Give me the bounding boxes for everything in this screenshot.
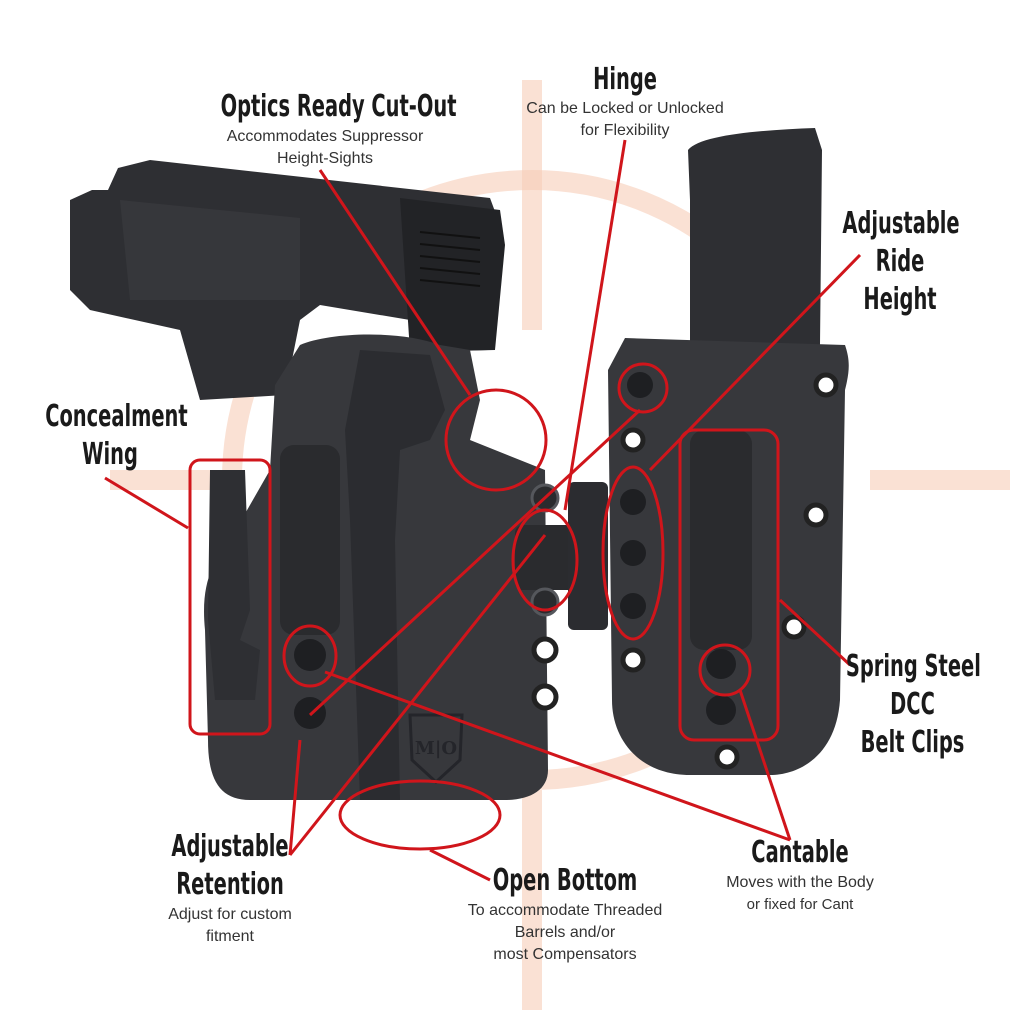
holster-body: M|O [204, 334, 580, 800]
hinge-title: Hinge [593, 62, 657, 97]
optics-title: Optics Ready Cut-Out [220, 89, 457, 124]
ride-height-label: Adjustable Ride Height [820, 205, 980, 319]
optics-sub2: Height-Sights [276, 150, 374, 167]
clips-line3: Belt Clips [860, 725, 965, 760]
retention-line2: Retention [176, 867, 284, 902]
hinge-callout-ellipse [511, 508, 579, 612]
wing-callout-rect [188, 458, 272, 736]
retention-callout-circle [282, 624, 338, 688]
retention-label: Adjustable Retention Adjust for custom f… [130, 828, 330, 948]
belt-clips-label: Spring Steel DCC Belt Clips [820, 648, 1005, 762]
bottom-callout-ellipse [338, 779, 502, 851]
retention-sub2: fitment [205, 928, 254, 945]
magazine [688, 128, 822, 345]
ride-line2: Ride [875, 244, 925, 279]
clips-line2: DCC [890, 687, 935, 722]
hinge [568, 482, 608, 630]
cantable-sub2: or fixed for Cant [746, 896, 854, 913]
retention-sub1: Adjust for custom [168, 906, 292, 923]
clip-callout-rect [678, 428, 780, 742]
wing-line1: Concealment [45, 399, 188, 434]
pistol [70, 160, 505, 400]
cantable-label: Cantable Moves with the Body or fixed fo… [700, 834, 900, 916]
ride-line1: Adjustable [842, 206, 960, 241]
optics-callout-circle [444, 388, 548, 492]
mag-pouch [608, 338, 849, 775]
bottom-title: Open Bottom [492, 863, 638, 898]
wing-line2: Wing [82, 437, 138, 472]
ride-height-top-callout [617, 362, 669, 414]
ride-height-callout-ellipse [601, 465, 665, 641]
callouts [104, 139, 862, 882]
brand-logo-text: M|O [415, 738, 457, 759]
optics-sub1: Accommodates Suppressor [226, 128, 424, 145]
cantable-title: Cantable [751, 835, 849, 870]
open-bottom-label: Open Bottom To accommodate Threaded Barr… [440, 862, 690, 966]
retention-line1: Adjustable [171, 829, 289, 864]
bottom-sub2: Barrels and/or [514, 924, 616, 941]
ride-line3: Height [863, 282, 937, 317]
hinge-sub1: Can be Locked or Unlocked [526, 100, 724, 117]
optics-label: Optics Ready Cut-Out Accommodates Suppre… [180, 88, 470, 170]
cantable-callout-circle [698, 643, 752, 697]
hinge-label: Hinge Can be Locked or Unlocked for Flex… [500, 62, 750, 142]
bottom-sub1: To accommodate Threaded [467, 902, 663, 919]
wing-label: Concealment Wing [20, 398, 200, 474]
hinge-sub2: for Flexibility [580, 122, 670, 139]
bottom-sub3: most Compensators [493, 946, 637, 963]
clips-line1: Spring Steel [845, 649, 981, 684]
cantable-sub1: Moves with the Body [726, 874, 874, 891]
